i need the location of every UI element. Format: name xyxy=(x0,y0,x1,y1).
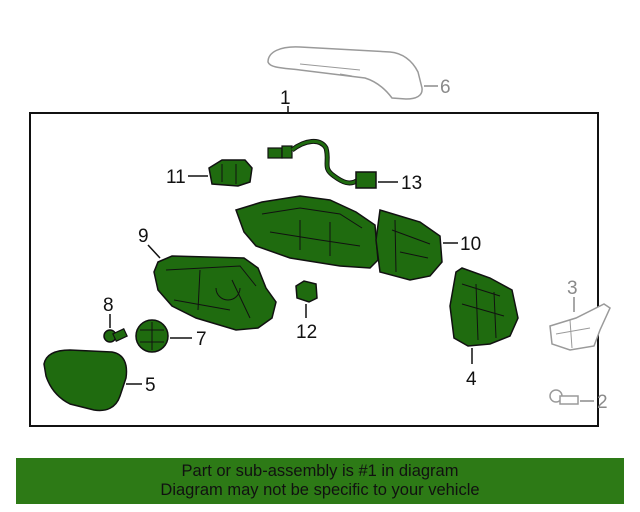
callout-13: 13 xyxy=(401,173,422,194)
callout-6: 6 xyxy=(440,77,451,98)
part-3-bracket[interactable] xyxy=(549,303,611,351)
callout-2: 2 xyxy=(597,392,608,413)
callout-4: 4 xyxy=(466,369,477,390)
assembly-frame xyxy=(29,112,599,427)
callout-3: 3 xyxy=(567,278,578,299)
callout-9: 9 xyxy=(138,226,149,247)
callout-5: 5 xyxy=(145,375,156,396)
part-11-connector[interactable] xyxy=(208,159,253,187)
banner-line-1: Part or sub-assembly is #1 in diagram xyxy=(181,462,459,480)
part-12-clip[interactable] xyxy=(295,280,318,303)
leader-9 xyxy=(147,244,161,259)
part-4-mirror-arm[interactable] xyxy=(449,267,519,347)
banner-line-2: Diagram may not be specific to your vehi… xyxy=(160,481,480,499)
callout-12: 12 xyxy=(296,322,317,343)
part-7-motor[interactable] xyxy=(135,319,169,353)
callout-7: 7 xyxy=(196,329,207,350)
callout-10: 10 xyxy=(460,234,481,255)
callout-1: 1 xyxy=(280,88,291,109)
part-10-mirror-base[interactable] xyxy=(235,195,443,281)
part-13-wire-harness[interactable] xyxy=(267,139,377,189)
callout-8: 8 xyxy=(103,295,114,316)
part-5-mirror-glass[interactable] xyxy=(43,349,128,412)
info-banner: Part or sub-assembly is #1 in diagram Di… xyxy=(16,458,624,504)
part-9-mirror-housing[interactable] xyxy=(153,255,277,331)
callout-11: 11 xyxy=(166,167,186,188)
part-6-mirror-cap[interactable] xyxy=(267,46,423,100)
part-8-screw[interactable] xyxy=(103,328,128,343)
part-2-bolt[interactable] xyxy=(549,389,579,405)
